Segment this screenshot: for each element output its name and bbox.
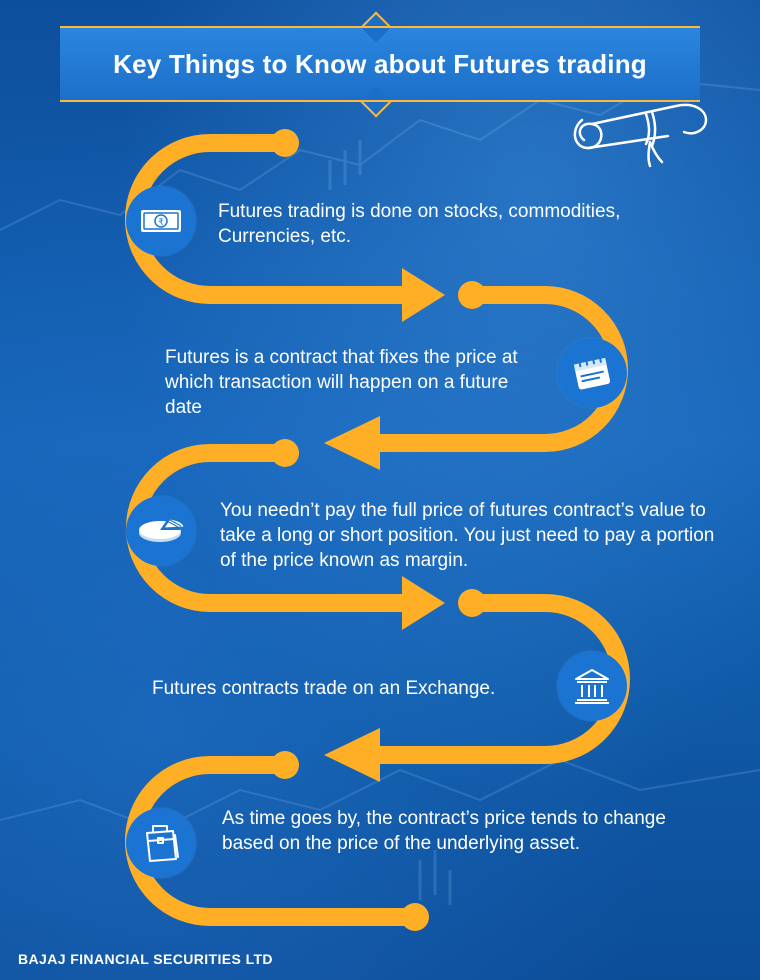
banner-background (60, 26, 700, 102)
briefcase-icon (146, 825, 179, 862)
step-5-icon-circle (126, 808, 196, 878)
rupee-note-icon: ₹ (141, 210, 181, 232)
banner-border-bottom (60, 100, 700, 102)
arrow-right-2 (402, 576, 445, 630)
step-1-icon-circle: ₹ (126, 186, 196, 256)
arrow-left-1 (324, 416, 380, 470)
step-2-icon-circle (557, 338, 627, 408)
scroll-icon (573, 103, 708, 168)
step-2-text: Futures is a contract that fixes the pri… (165, 347, 518, 418)
step-3-icon-circle (126, 496, 196, 566)
step-3-text: You needn’t pay the full price of future… (220, 500, 715, 571)
step-1-text: Futures trading is done on stocks, commo… (218, 201, 621, 247)
svg-text:₹: ₹ (158, 218, 164, 228)
arrow-right-1 (402, 268, 445, 322)
banner-border-top (60, 26, 700, 28)
pie-chart-icon (139, 518, 185, 542)
arrow-left-2 (324, 728, 380, 782)
calendar-icon (573, 355, 611, 390)
footer-brand: BAJAJ FINANCIAL SECURITIES LTD (18, 951, 273, 967)
step-4-icon-circle (557, 651, 627, 721)
bank-building-icon (575, 669, 609, 704)
page-title: Key Things to Know about Futures trading (113, 48, 647, 79)
title-banner: Key Things to Know about Futures trading (60, 11, 700, 118)
step-4-text: Futures contracts trade on an Exchange. (152, 678, 496, 699)
step-5-text: As time goes by, the contract’s price te… (222, 808, 666, 854)
